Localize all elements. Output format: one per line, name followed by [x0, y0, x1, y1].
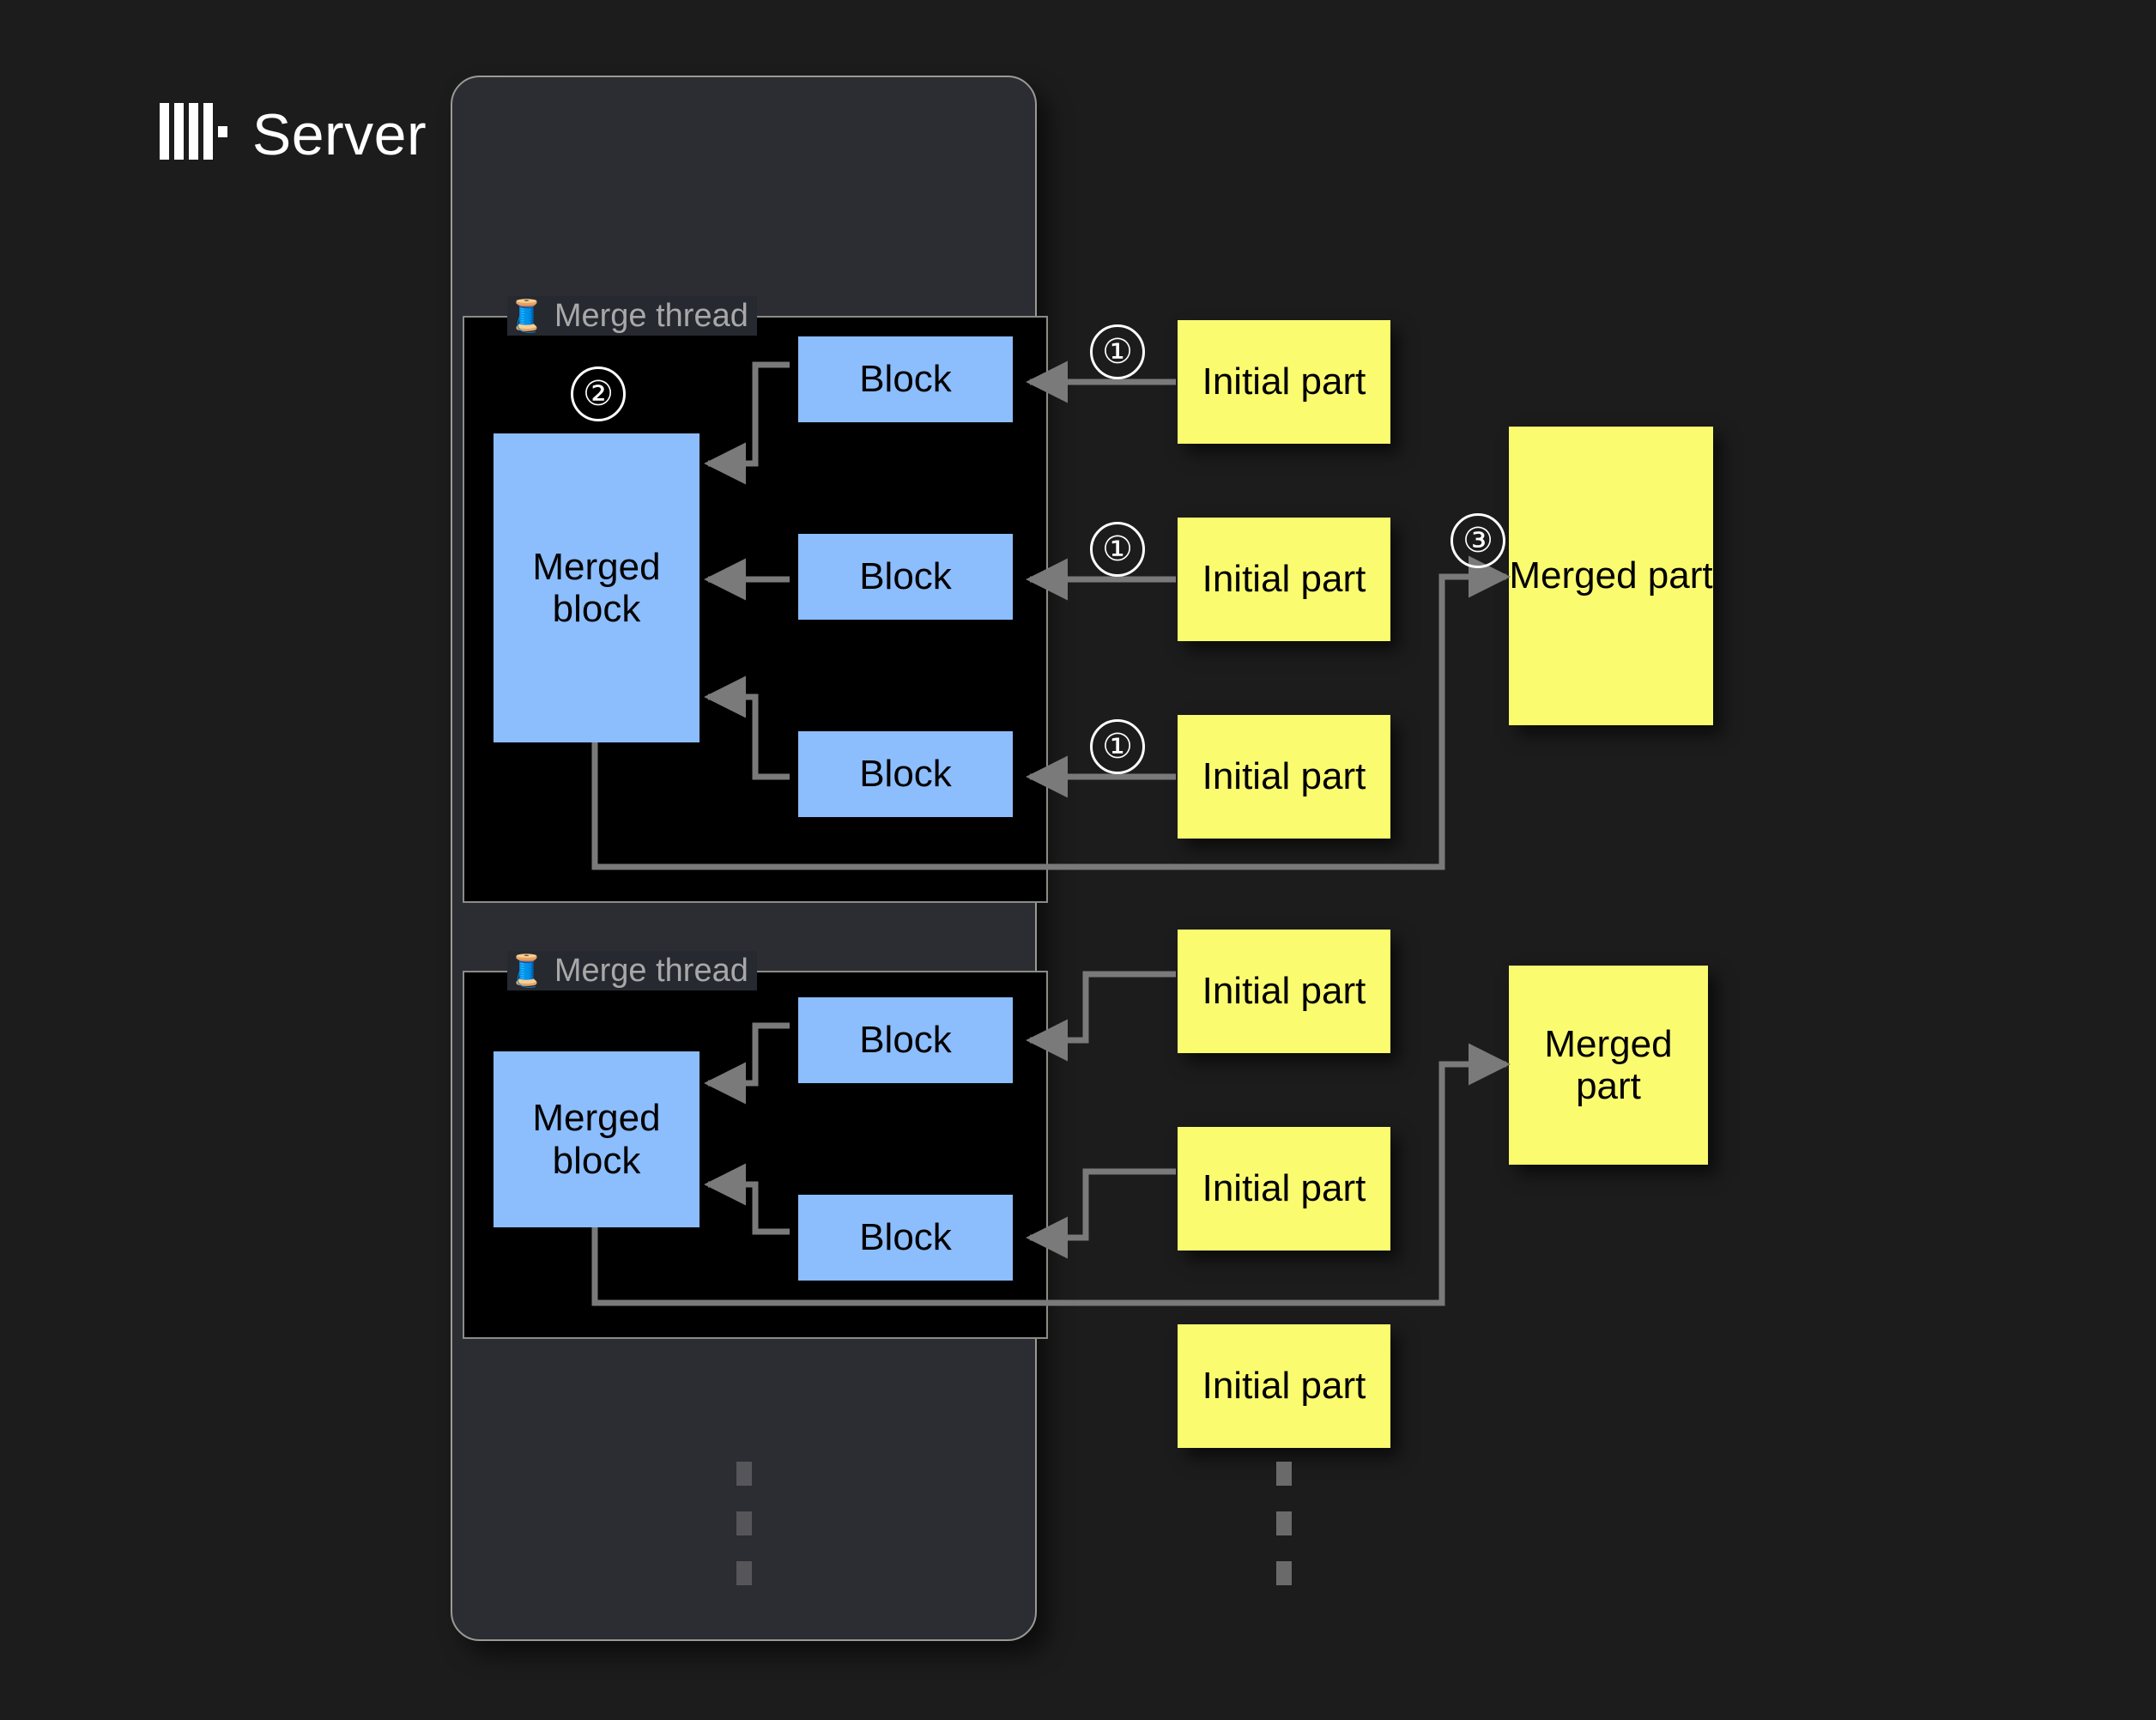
merged-part-2: Merged part: [1509, 966, 1708, 1165]
server-ellipsis: [736, 1462, 752, 1611]
merged-part-1: Merged part: [1509, 427, 1713, 725]
block-1-1: Block: [798, 336, 1013, 422]
ellipsis-dot: [736, 1511, 752, 1535]
ellipsis-dot: [736, 1462, 752, 1486]
server-title: Server: [0, 101, 586, 173]
thread-spool-icon: 🧵: [507, 298, 546, 333]
thread-spool-icon: 🧵: [507, 953, 546, 988]
step-marker-1a: ①: [1090, 324, 1145, 379]
merge-thread-label-1: 🧵 Merge thread: [507, 296, 757, 336]
merge-thread-label-1-text: Merge thread: [554, 297, 748, 334]
step-marker-2: ②: [571, 366, 626, 421]
merged-block-1: Merged block: [494, 433, 699, 742]
merge-thread-label-2: 🧵 Merge thread: [507, 951, 757, 990]
block-1-2: Block: [798, 534, 1013, 620]
initial-part-6: Initial part: [1178, 1324, 1390, 1448]
step-marker-1b: ①: [1090, 522, 1145, 577]
initial-part-3: Initial part: [1178, 715, 1390, 839]
block-2-2: Block: [798, 1195, 1013, 1281]
clickhouse-logo-icon: [159, 103, 230, 173]
ellipsis-dot: [1276, 1511, 1292, 1535]
merge-thread-label-2-text: Merge thread: [554, 952, 748, 989]
initial-part-5: Initial part: [1178, 1127, 1390, 1251]
ellipsis-dot: [1276, 1561, 1292, 1585]
server-title-text: Server: [251, 102, 427, 167]
ellipsis-dot: [736, 1561, 752, 1585]
initial-part-1: Initial part: [1178, 320, 1390, 444]
step-marker-1c: ①: [1090, 719, 1145, 774]
block-2-1: Block: [798, 997, 1013, 1083]
step-marker-3: ③: [1450, 513, 1505, 568]
ellipsis-dot: [1276, 1462, 1292, 1486]
initial-part-4: Initial part: [1178, 930, 1390, 1053]
initial-part-2: Initial part: [1178, 518, 1390, 641]
merged-block-2: Merged block: [494, 1051, 699, 1227]
block-1-3: Block: [798, 731, 1013, 817]
parts-ellipsis: [1276, 1462, 1292, 1611]
